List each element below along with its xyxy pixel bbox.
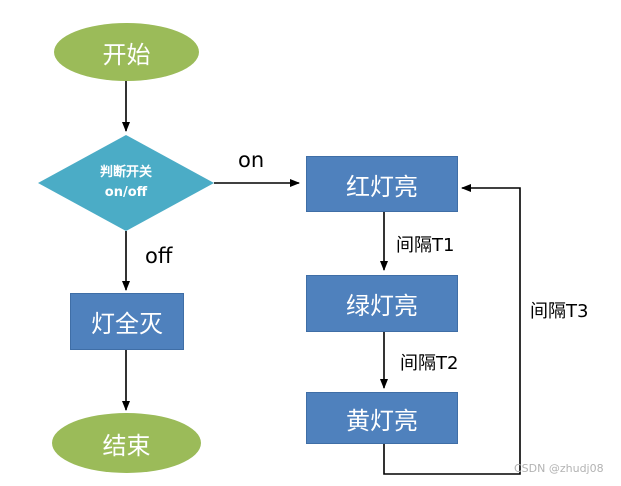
yellow-light-label: 黄灯亮	[346, 406, 418, 435]
decision-diamond	[38, 135, 214, 231]
yellow-light-node: 黄灯亮	[306, 392, 458, 444]
arrow-yellow-loop-to-red	[383, 184, 521, 475]
edge-label-interval-t3: 间隔T3	[530, 301, 589, 322]
end-node: 结束	[52, 413, 201, 473]
green-light-node: 绿灯亮	[306, 275, 458, 332]
start-label: 开始	[102, 40, 151, 69]
edge-label-interval-t2: 间隔T2	[400, 353, 459, 374]
all-off-label: 灯全灭	[91, 310, 163, 338]
edge-label-interval-t1: 间隔T1	[396, 235, 455, 256]
green-light-label: 绿灯亮	[346, 292, 418, 320]
watermark: CSDN @zhudj08	[514, 462, 604, 475]
end-label: 结束	[102, 431, 151, 460]
edge-label-off: off	[145, 244, 173, 268]
decision-label-line1: 判断开关	[99, 165, 152, 180]
edge-label-on: on	[238, 148, 265, 172]
red-light-label: 红灯亮	[346, 172, 418, 201]
decision-node: 判断开关 on/off	[38, 135, 214, 231]
all-off-node: 灯全灭	[70, 293, 184, 350]
start-node: 开始	[54, 23, 199, 81]
red-light-node: 红灯亮	[306, 156, 458, 212]
decision-label-line2: on/off	[104, 185, 148, 200]
